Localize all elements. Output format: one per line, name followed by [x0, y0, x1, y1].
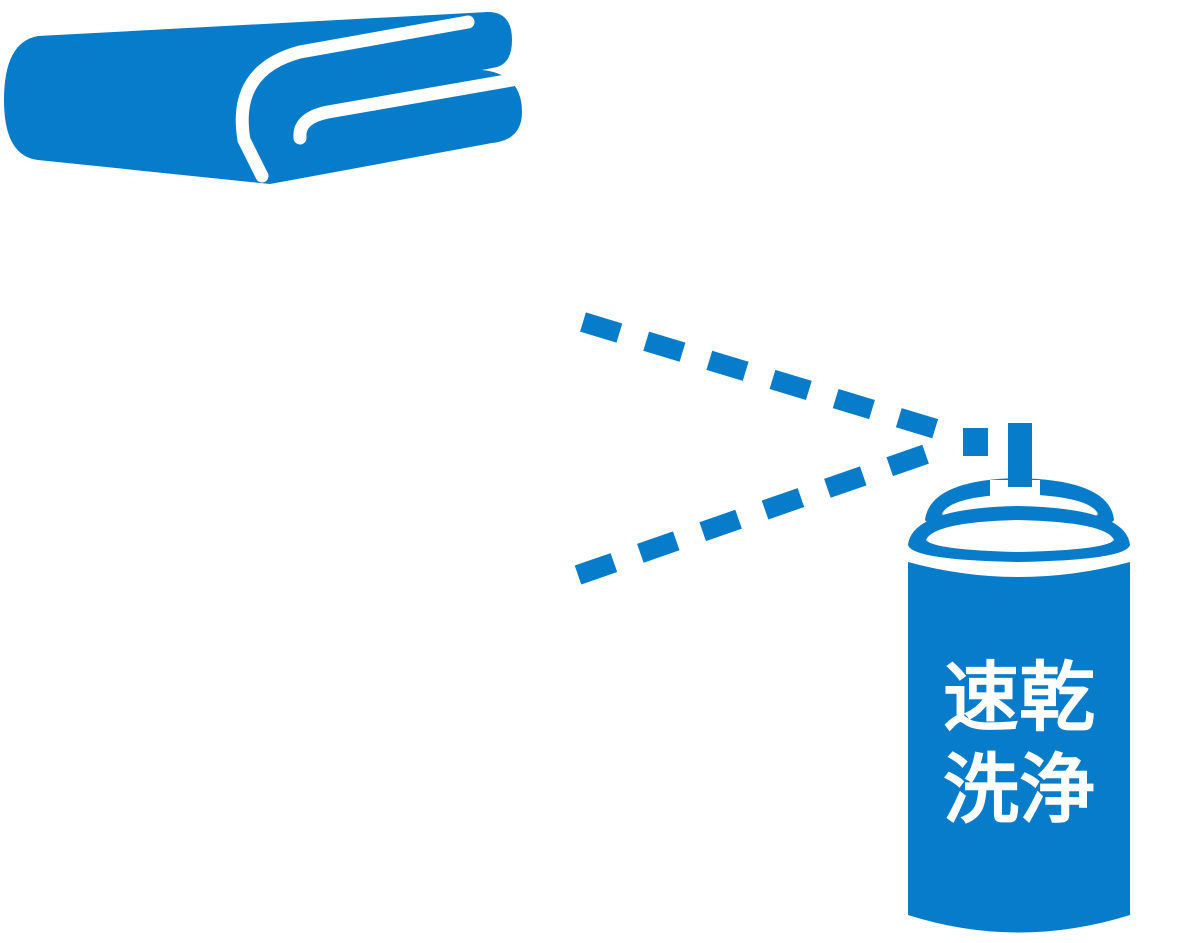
can-label-line2: 洗浄 [943, 745, 1095, 834]
can-label-line1: 速乾 [943, 653, 1095, 742]
can-label: 速乾 洗浄 [908, 652, 1130, 836]
spray-can-icon [908, 423, 1130, 933]
spray-mist-icon [574, 312, 949, 585]
folded-towel-icon [4, 12, 522, 184]
